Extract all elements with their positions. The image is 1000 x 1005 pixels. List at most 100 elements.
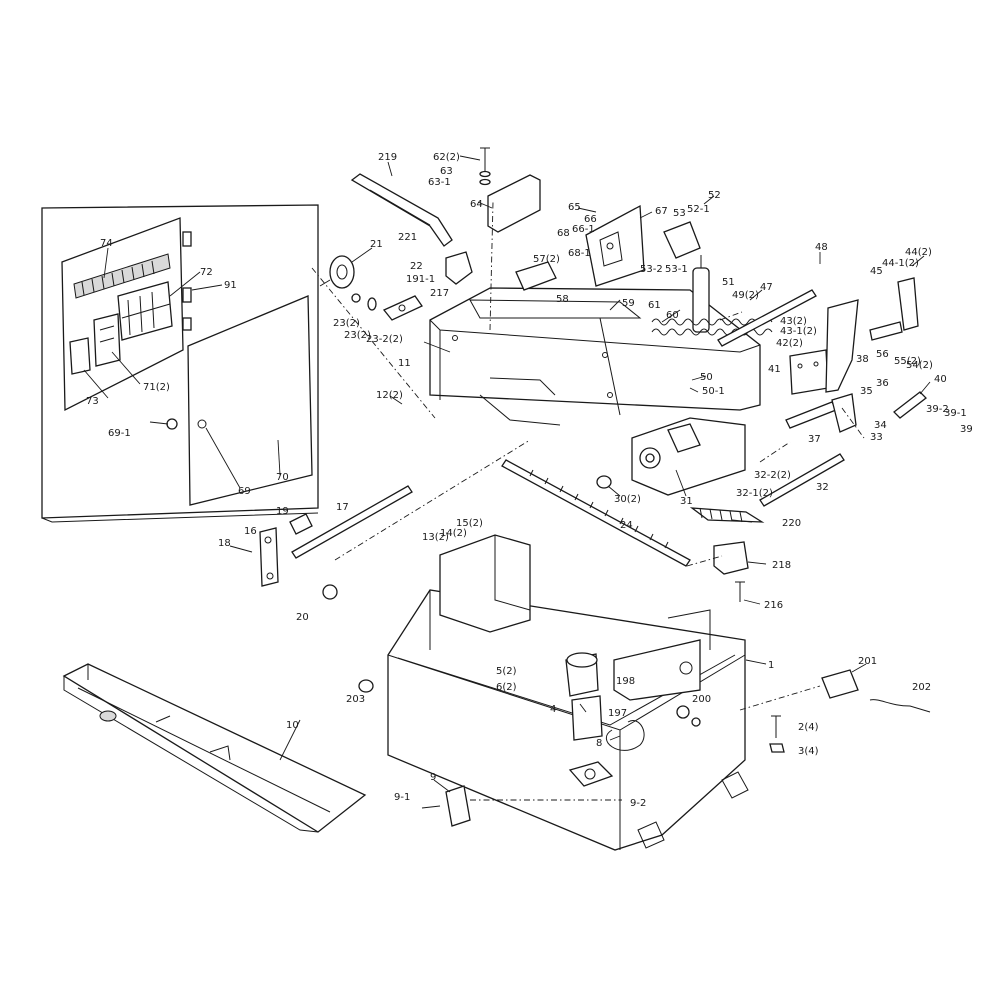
- callout-31: 31: [680, 496, 693, 507]
- callout-39: 39: [960, 424, 973, 435]
- callout-35: 35: [860, 386, 873, 397]
- callout-6: 6(2): [496, 682, 517, 693]
- upper-saddle-assembly: [319, 147, 927, 507]
- callout-69-1: 69-1: [108, 428, 131, 439]
- callout-218: 218: [772, 560, 791, 571]
- callout-13: 13(2): [422, 532, 449, 543]
- callout-36: 36: [876, 378, 889, 389]
- callout-14: 14(2): [440, 528, 467, 539]
- callout-197: 197: [608, 708, 627, 719]
- callout-53-1: 53-1: [665, 264, 688, 275]
- callout-3: 3(4): [798, 746, 819, 757]
- callout-44: 44(2): [905, 247, 932, 258]
- callout-11: 11: [398, 358, 411, 369]
- base-cabinet: [358, 534, 931, 851]
- electrical-panel-inset: [41, 204, 319, 523]
- callout-63: 63: [440, 166, 453, 177]
- callout-64: 64: [470, 199, 483, 210]
- callout-219: 219: [378, 152, 397, 163]
- callout-51: 51: [722, 277, 735, 288]
- callout-20: 20: [296, 612, 309, 623]
- assembly-centerlines: [311, 201, 865, 801]
- callout-43-1: 43-1(2): [780, 326, 817, 337]
- callout-54: 54(2): [906, 360, 933, 371]
- callout-203: 203: [346, 694, 365, 705]
- callout-23-2: 23-2(2): [366, 334, 403, 345]
- callout-91: 91: [224, 280, 237, 291]
- callout-5: 5(2): [496, 666, 517, 677]
- callout-53: 53: [673, 208, 686, 219]
- callout-32: 32: [816, 482, 829, 493]
- callout-62: 62(2): [433, 152, 460, 163]
- callout-9-1: 9-1: [394, 792, 410, 803]
- callout-22: 22: [410, 261, 423, 272]
- callout-58: 58: [556, 294, 569, 305]
- callout-1: 1: [768, 660, 774, 671]
- callout-60: 60: [666, 310, 679, 321]
- callout-19: 19: [276, 506, 289, 517]
- chip-tray: [62, 663, 367, 833]
- callout-2: 2(4): [798, 722, 819, 733]
- callout-45: 45: [870, 266, 883, 277]
- callout-52-1: 52-1: [687, 204, 710, 215]
- callout-12: 12(2): [376, 390, 403, 401]
- callout-74: 74: [100, 238, 113, 249]
- callout-191-1: 191-1: [406, 274, 435, 285]
- callout-53-2: 53-2: [640, 264, 663, 275]
- callout-39-2: 39-2: [926, 404, 949, 415]
- callout-34: 34: [874, 420, 887, 431]
- callout-200: 200: [692, 694, 711, 705]
- callout-57: 57(2): [533, 254, 560, 265]
- callout-10: 10: [286, 720, 299, 731]
- callout-69: 69: [238, 486, 251, 497]
- callout-49: 49(2): [732, 290, 759, 301]
- part-callouts: 219 62(2) 63 63-1 64 65 66 66-1 67 68 68…: [86, 152, 973, 809]
- callout-198: 198: [616, 676, 635, 687]
- callout-24: 24: [620, 520, 633, 531]
- callout-202: 202: [912, 682, 931, 693]
- bracket-9: [421, 785, 471, 827]
- callout-70: 70: [276, 472, 289, 483]
- callout-47: 47: [760, 282, 773, 293]
- leader-lines: [83, 155, 931, 793]
- callout-23-b: 23(2): [344, 330, 371, 341]
- callout-8: 8: [596, 738, 602, 749]
- callout-220: 220: [782, 518, 801, 529]
- callout-63-1: 63-1: [428, 177, 451, 188]
- callout-15: 15(2): [456, 518, 483, 529]
- callout-23-a: 23(2): [333, 318, 360, 329]
- callout-216: 216: [764, 600, 783, 611]
- callout-41: 41: [768, 364, 781, 375]
- callout-201: 201: [858, 656, 877, 667]
- callout-32-1: 32-1(2): [736, 488, 773, 499]
- callout-40: 40: [934, 374, 947, 385]
- callout-55: 55(2): [894, 356, 921, 367]
- callout-9-2: 9-2: [630, 798, 646, 809]
- callout-66: 66: [584, 214, 597, 225]
- callout-37: 37: [808, 434, 821, 445]
- callout-17: 17: [336, 502, 349, 513]
- callout-38: 38: [856, 354, 869, 365]
- callout-30: 30(2): [614, 494, 641, 505]
- callout-66-1: 66-1: [572, 224, 595, 235]
- callout-52: 52: [708, 190, 721, 201]
- callout-42: 42(2): [776, 338, 803, 349]
- callout-16: 16: [244, 526, 257, 537]
- callout-18: 18: [218, 538, 231, 549]
- callout-43: 43(2): [780, 316, 807, 327]
- callout-67: 67: [655, 206, 668, 217]
- callout-50-1: 50-1: [702, 386, 725, 397]
- callout-61: 61: [648, 300, 661, 311]
- callout-33: 33: [870, 432, 883, 443]
- callout-44-1: 44-1(2): [882, 258, 919, 269]
- callout-39-1: 39-1: [944, 408, 967, 419]
- callout-221: 221: [398, 232, 417, 243]
- callout-50: 50: [700, 372, 713, 383]
- callout-68: 68: [557, 228, 570, 239]
- callout-217: 217: [430, 288, 449, 299]
- callout-32-2: 32-2(2): [754, 470, 791, 481]
- callout-73: 73: [86, 396, 99, 407]
- callout-72: 72: [200, 267, 213, 278]
